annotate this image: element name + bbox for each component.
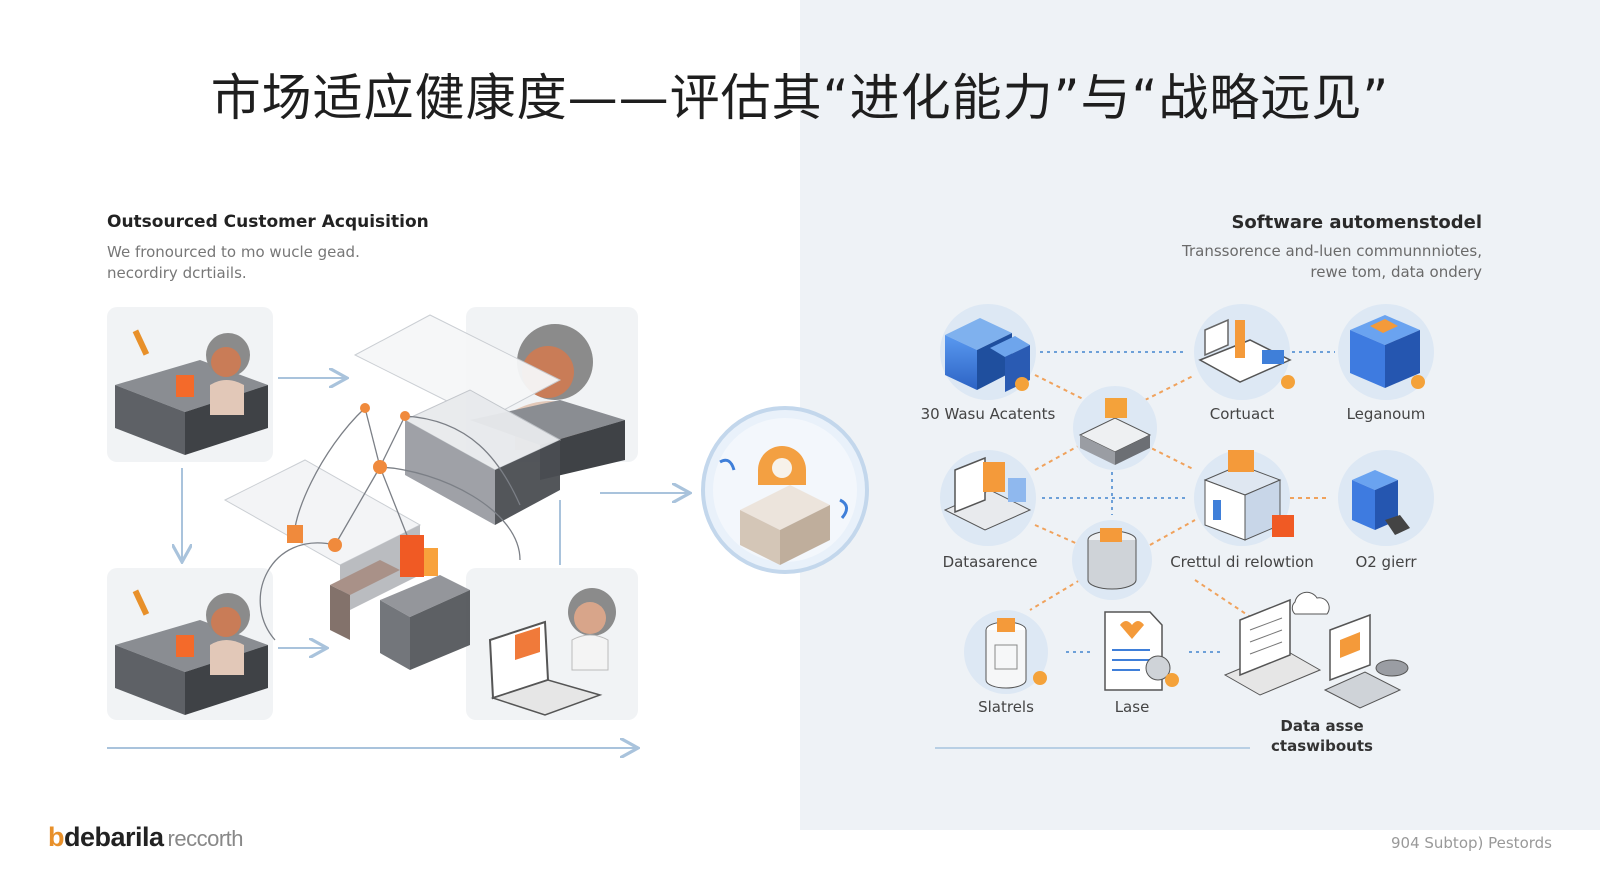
left-illustration — [107, 307, 688, 748]
page-title: 市场适应健康度——评估其“进化能力”与“战略远见” — [210, 69, 1390, 127]
central-blocks — [223, 314, 562, 670]
node-label: Slatrels — [978, 698, 1034, 716]
right-description-line: rewe tom, data ondery — [1310, 263, 1482, 281]
node-label-line: ctaswibouts — [1271, 737, 1373, 755]
left-description-line: We fronourced to mo wucle gead. — [107, 243, 360, 261]
blue-box-icon — [1338, 304, 1434, 400]
node-label: Crettul di relowtion — [1170, 553, 1314, 571]
brand-subtitle: reccorth — [167, 826, 244, 851]
agent-card-bottom-left — [107, 568, 273, 720]
network-nodes — [328, 403, 410, 552]
orange-block — [400, 535, 424, 577]
server-rack-icon — [940, 304, 1036, 400]
agent-card-bottom-right — [466, 568, 638, 720]
cylinder-grid-icon — [964, 610, 1048, 694]
packaging-box-icon — [1194, 450, 1294, 546]
right-panel-background — [800, 0, 1600, 830]
node-label: Lase — [1114, 698, 1150, 716]
storage-cylinder-icon — [1072, 520, 1152, 600]
agent-card-top-left — [107, 307, 273, 462]
server-stack-icon — [1338, 450, 1434, 546]
node-label: O2 gierr — [1355, 553, 1417, 571]
right-connections — [935, 351, 1335, 749]
right-description-line: Transsorence and-luen communnniotes, — [1182, 242, 1482, 260]
router-hub-icon — [1073, 386, 1157, 470]
left-heading: Outsourced Customer Acquisition — [107, 212, 429, 232]
brand-name: debarila — [64, 822, 164, 852]
computer-cluster-icon — [1223, 591, 1409, 709]
document-coin-icon — [1104, 611, 1179, 691]
footer-note: 904 Subtop) Pestords — [1390, 834, 1552, 852]
orange-block — [424, 548, 438, 576]
left-description-line: necordiry dcrtiails. — [107, 264, 247, 282]
node-label: Datasarence — [942, 553, 1038, 571]
left-section-header: Outsourced Customer Acquisition We frono… — [107, 212, 429, 284]
node-label: Cortuact — [1209, 405, 1275, 423]
network-lines — [259, 407, 521, 641]
node-label-line: Data asse — [1280, 717, 1364, 735]
right-heading: Software automenstodel — [1231, 212, 1482, 233]
brand-mark: b — [48, 822, 65, 852]
node-label: Leganoum — [1346, 405, 1426, 423]
right-description: Transsorence and-luen communnniotes, rew… — [1182, 241, 1482, 283]
flow-arrows — [107, 378, 688, 748]
node-label: 30 Wasu Acatents — [920, 405, 1056, 423]
node-label: Data asse ctaswibouts — [1252, 716, 1392, 756]
dashboard-screen-icon — [940, 450, 1036, 546]
left-description: We fronourced to mo wucle gead. necordir… — [107, 242, 407, 284]
small-box-icon — [287, 525, 303, 543]
document-device-icon — [1194, 304, 1295, 400]
central-hub-icon — [701, 406, 869, 574]
right-section-header: Software automenstodel Transsorence and-… — [1182, 212, 1482, 283]
